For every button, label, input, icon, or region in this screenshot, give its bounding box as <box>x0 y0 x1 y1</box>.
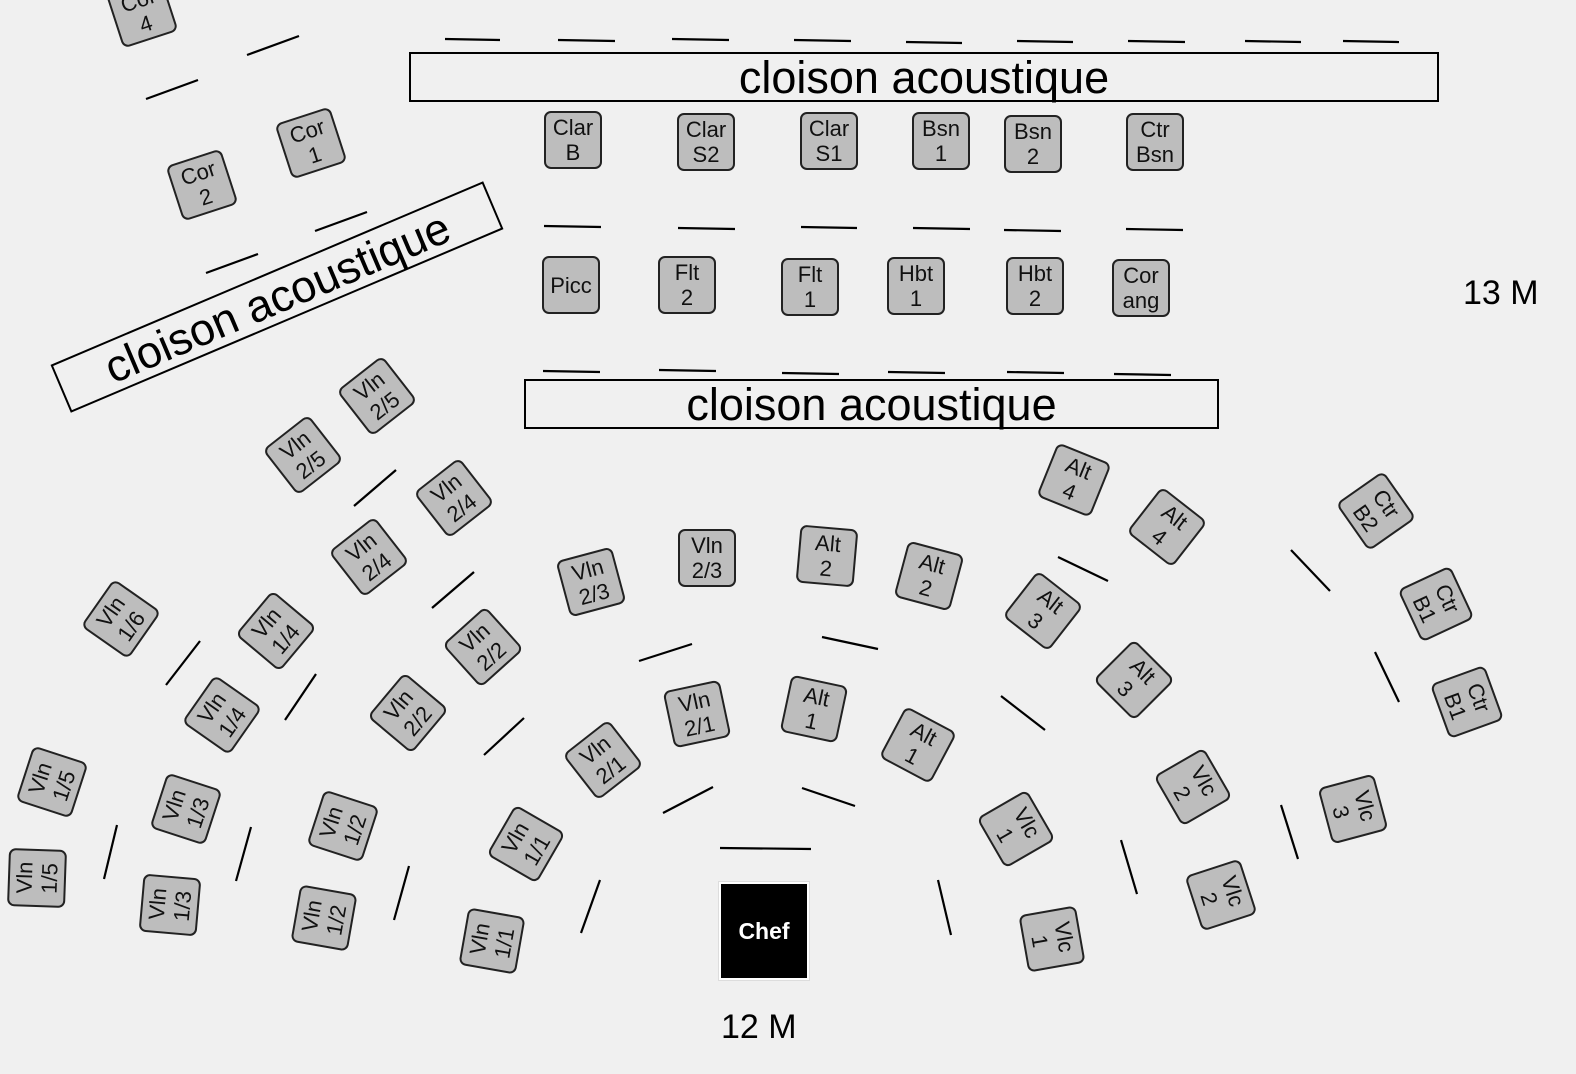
music-stand <box>1244 39 1302 44</box>
music-stand <box>821 635 879 651</box>
music-stand <box>1279 804 1300 860</box>
music-stand <box>353 469 397 507</box>
music-stand <box>1374 651 1400 703</box>
music-stand <box>234 826 253 882</box>
music-stand <box>314 210 368 233</box>
acoustic-wall-middle: cloison acoustique <box>524 379 1219 429</box>
music-stand <box>165 640 201 686</box>
music-stand <box>658 368 717 373</box>
music-stand <box>912 226 971 231</box>
music-stand <box>719 846 812 851</box>
music-stand <box>801 786 856 808</box>
music-stand <box>936 879 953 936</box>
music-stand <box>431 571 475 609</box>
music-stand <box>205 252 259 275</box>
music-stand <box>145 78 199 101</box>
music-stand <box>793 38 852 43</box>
side-dimension: 13 M <box>1463 274 1539 312</box>
front-dimension: 12 M <box>721 1008 797 1046</box>
acoustic-wall-top: cloison acoustique <box>409 52 1439 102</box>
music-stand <box>1125 227 1184 232</box>
music-stand <box>246 34 300 57</box>
music-stand <box>781 371 840 376</box>
music-stand <box>557 38 616 43</box>
acoustic-wall-label: cloison acoustique <box>686 378 1057 430</box>
music-stand <box>1127 39 1186 44</box>
music-stand <box>444 37 501 42</box>
music-stand <box>677 226 736 231</box>
music-stand <box>671 37 730 42</box>
music-stand <box>1000 695 1046 731</box>
music-stand <box>1057 556 1109 582</box>
music-stand <box>1342 39 1400 44</box>
music-stand <box>392 865 411 921</box>
music-stand <box>905 40 963 45</box>
music-stand <box>662 786 714 814</box>
music-stand <box>1290 549 1331 592</box>
music-stand <box>1113 372 1172 377</box>
music-stand <box>1016 39 1074 44</box>
seat-piccolo[interactable]: Picc <box>542 256 600 314</box>
music-stand <box>284 673 317 721</box>
music-stand <box>1006 370 1065 375</box>
music-stand <box>579 879 602 934</box>
music-stand <box>542 369 601 374</box>
music-stand <box>1003 228 1062 233</box>
music-stand <box>887 370 946 375</box>
music-stand <box>102 824 119 880</box>
music-stand <box>638 642 693 663</box>
music-stand <box>1119 839 1139 895</box>
music-stand <box>800 225 858 230</box>
acoustic-wall-label: cloison acoustique <box>738 51 1110 103</box>
conductor-podium[interactable]: Chef <box>718 881 810 981</box>
music-stand <box>483 717 525 756</box>
music-stand <box>543 224 602 229</box>
conductor-label: Chef <box>738 917 790 944</box>
